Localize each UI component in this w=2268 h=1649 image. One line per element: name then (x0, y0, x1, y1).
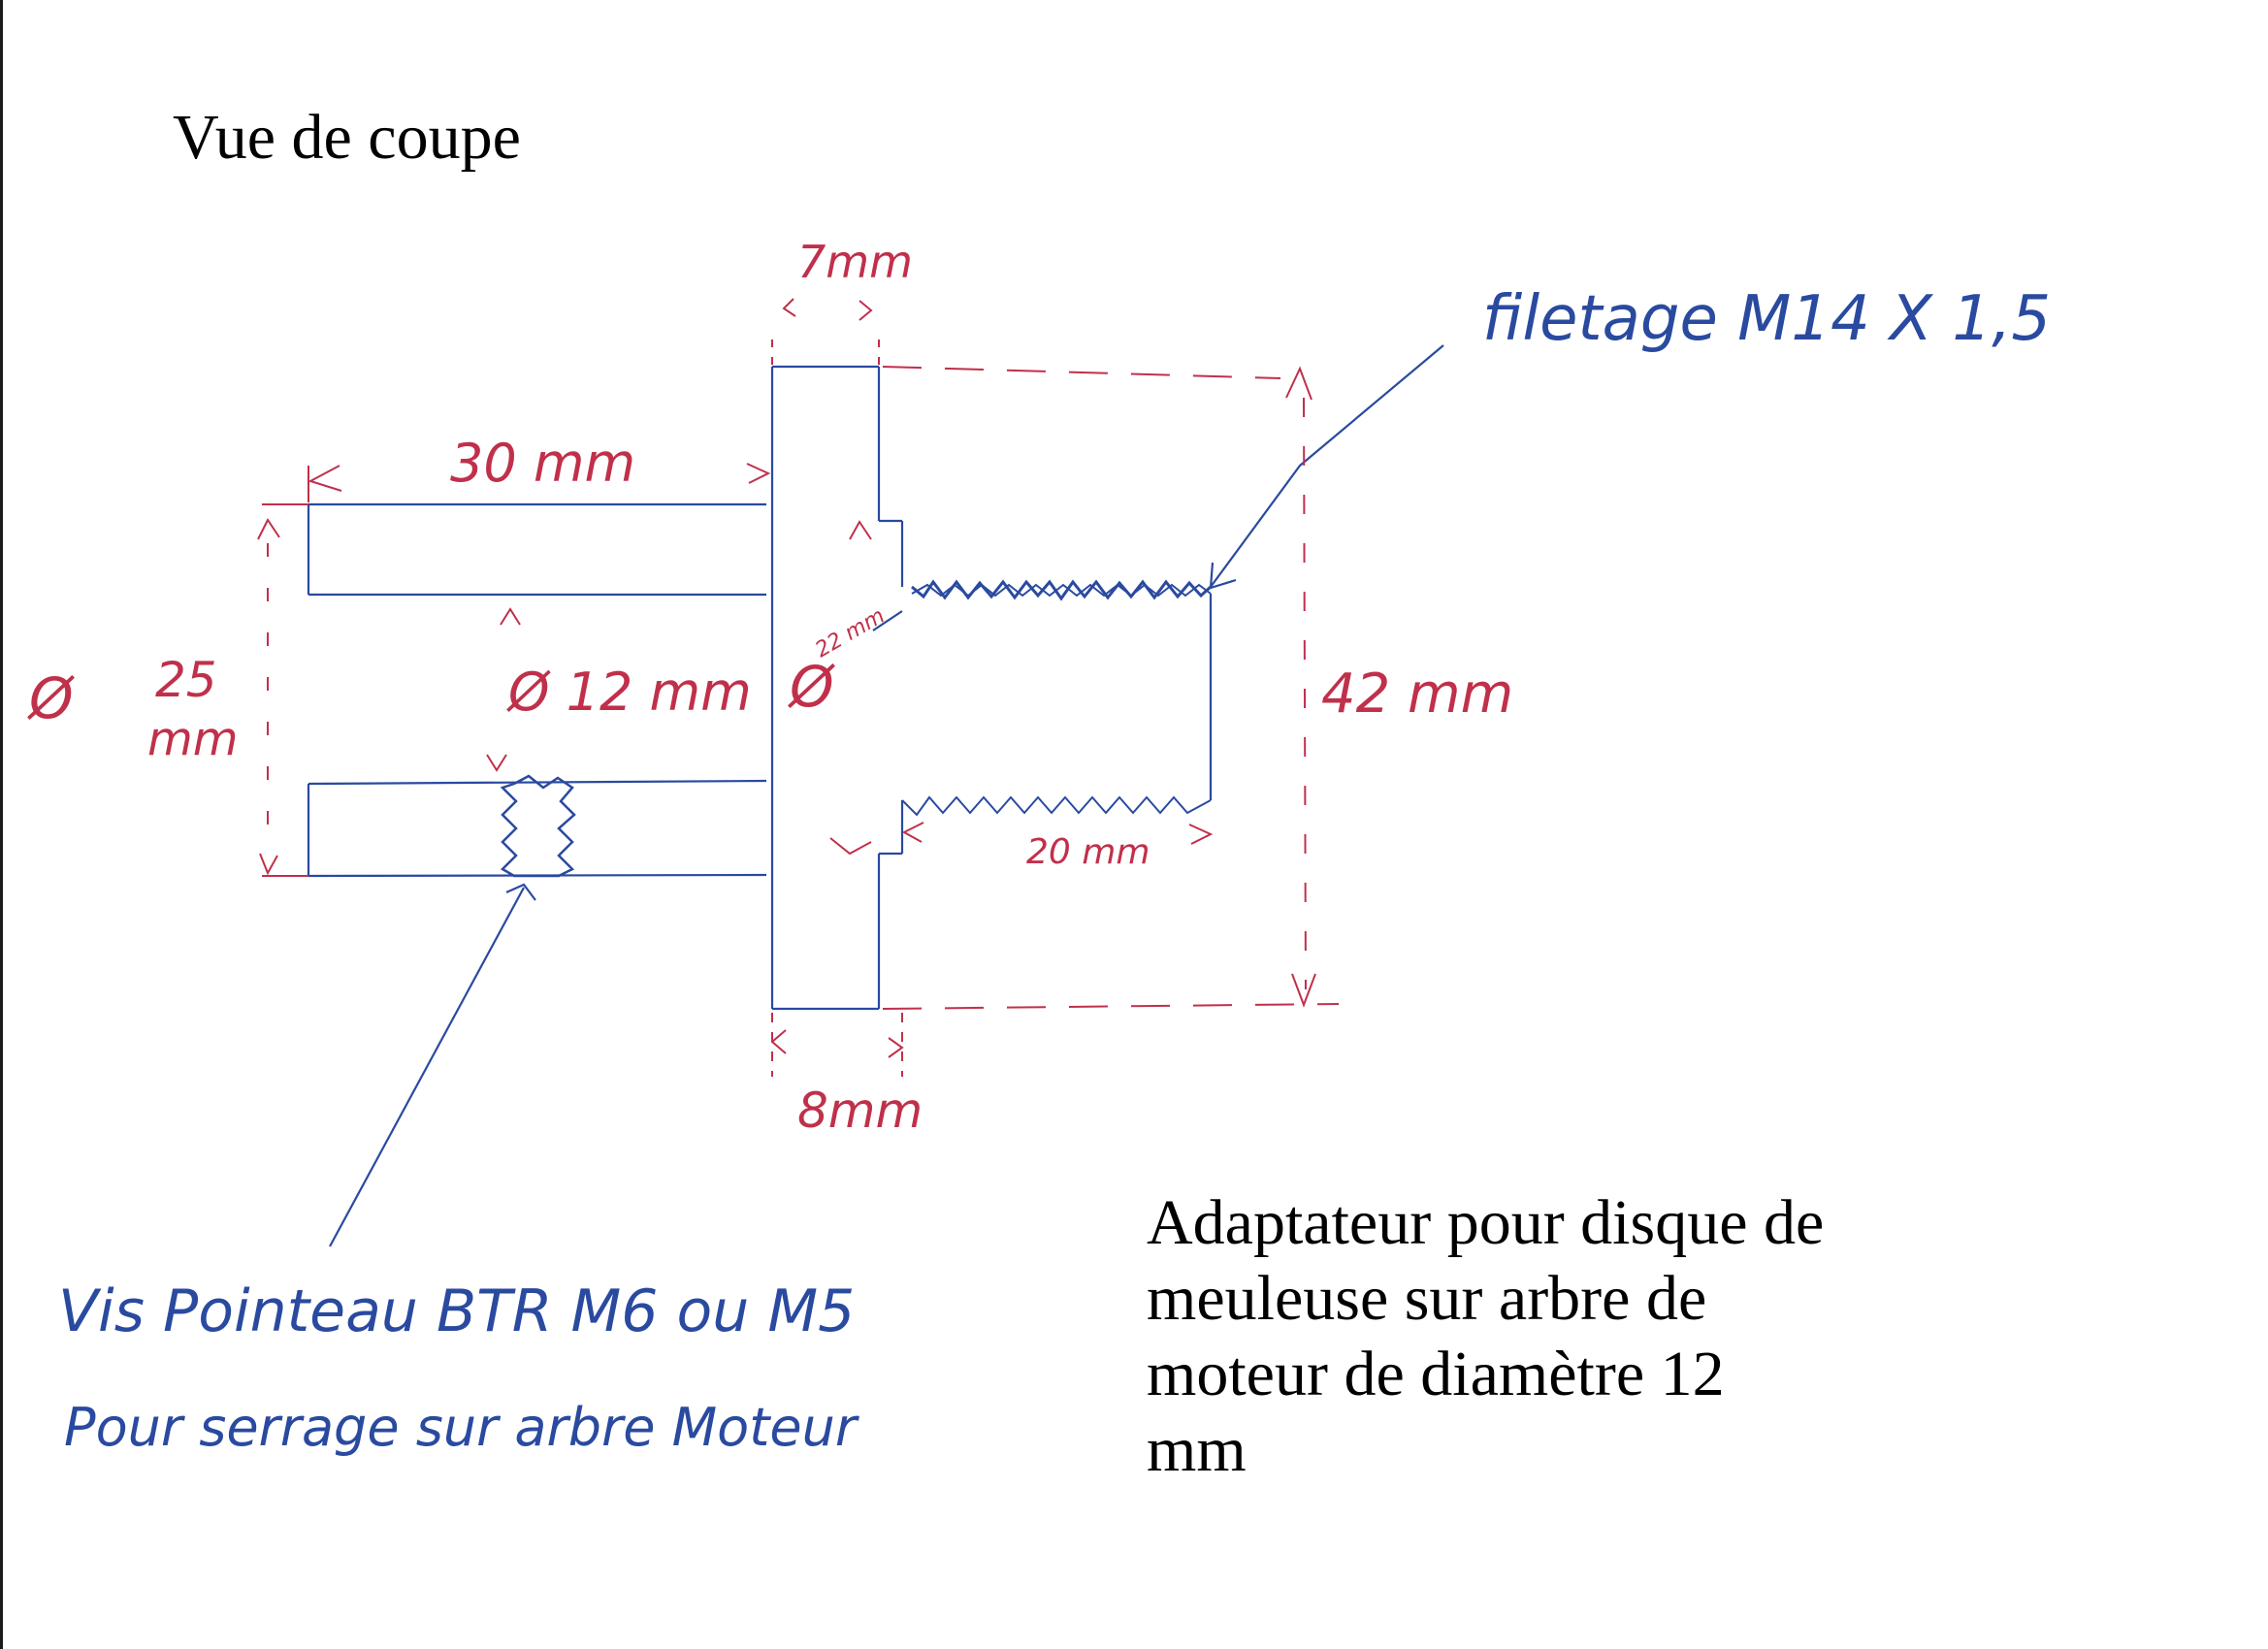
dim-30mm-label: 30 mm (450, 433, 635, 494)
thread-top-zigzag-2 (911, 583, 1212, 598)
dim-22mm-arrow-top (849, 520, 872, 540)
dim-42mm-ext-top (882, 366, 1281, 379)
blue-leaders (329, 344, 1444, 1247)
dim-42mm-ext-bottom (882, 1003, 1340, 1010)
dim-7mm-arrow-right (859, 300, 873, 321)
dim-30mm-arrow-right (746, 463, 771, 484)
thread-leader (1210, 344, 1444, 588)
dim-22mm-symbol: Ø (788, 654, 835, 720)
red-dimensions (257, 298, 1340, 1077)
page-title: Vue de coupe (173, 102, 521, 173)
dim-20mm-arrow-left (901, 822, 924, 843)
caption-line: meuleuse sur arbre de (1147, 1263, 1707, 1334)
dim-12mm-label: Ø 12 mm (506, 662, 752, 723)
spigot-chamfer-top (872, 610, 903, 631)
dim-42mm-arrow-bottom (1291, 973, 1316, 1008)
dim-25mm-arrow-bottom (259, 853, 278, 876)
caption-line: moteur de diamètre 12 (1147, 1339, 1725, 1409)
caption-line: Adaptateur pour disque de (1147, 1187, 1825, 1258)
caption-line: mm (1147, 1414, 1247, 1485)
dim-42mm-line (1303, 397, 1307, 990)
dim-8mm-arrow-right (888, 1037, 904, 1058)
dim-12mm-arrow-top (500, 607, 521, 626)
dim-8mm-label: 8mm (797, 1083, 923, 1139)
screw-spec-line2: Pour serrage sur arbre Moteur (64, 1397, 859, 1458)
dim-20mm-label: 20 mm (1026, 832, 1150, 872)
blue-annotation-text: filetage M14 X 1,5 Vis Pointeau BTR M6 o… (58, 283, 2051, 1458)
blue-outline (307, 365, 1213, 1011)
screw-leader (329, 887, 525, 1247)
thread-leader-arrow (1209, 562, 1237, 590)
dim-20mm-arrow-right (1188, 824, 1214, 845)
dim-7mm-label: 7mm (797, 236, 913, 288)
thread-bottom-zigzag (901, 795, 1212, 817)
dim-22mm-arrow-bottom (829, 837, 872, 856)
screw-spec-line1: Vis Pointeau BTR M6 ou M5 (58, 1277, 855, 1345)
dim-25mm-arrow-top (257, 518, 280, 540)
drawing-caption: Adaptateur pour disque de meuleuse sur a… (1147, 1185, 1981, 1488)
screw-leader-arrow (505, 883, 536, 901)
dim-25mm-value: 25 (155, 652, 217, 708)
dim-25mm-symbol: Ø (27, 665, 75, 731)
thread-spec-label: filetage M14 X 1,5 (1482, 283, 2051, 355)
set-screw (500, 774, 576, 878)
dim-30mm-arrow-left (308, 465, 342, 492)
dim-22mm-value: 22 mm (812, 604, 890, 663)
dim-8mm-arrow-left (770, 1029, 787, 1054)
dim-7mm-arrow-left (782, 298, 796, 317)
dim-42mm-label: 42 mm (1321, 663, 1513, 726)
dim-25mm-unit: mm (147, 712, 239, 766)
dim-12mm-arrow-bottom (486, 754, 507, 772)
dim-42mm-arrow-top (1285, 366, 1312, 401)
red-dimension-text: 7mm 30 mm Ø 25 mm Ø 12 mm Ø 22 mm 42 mm … (27, 236, 1513, 1139)
thread-top-zigzag (911, 579, 1213, 601)
scan-edge (0, 0, 3, 1649)
